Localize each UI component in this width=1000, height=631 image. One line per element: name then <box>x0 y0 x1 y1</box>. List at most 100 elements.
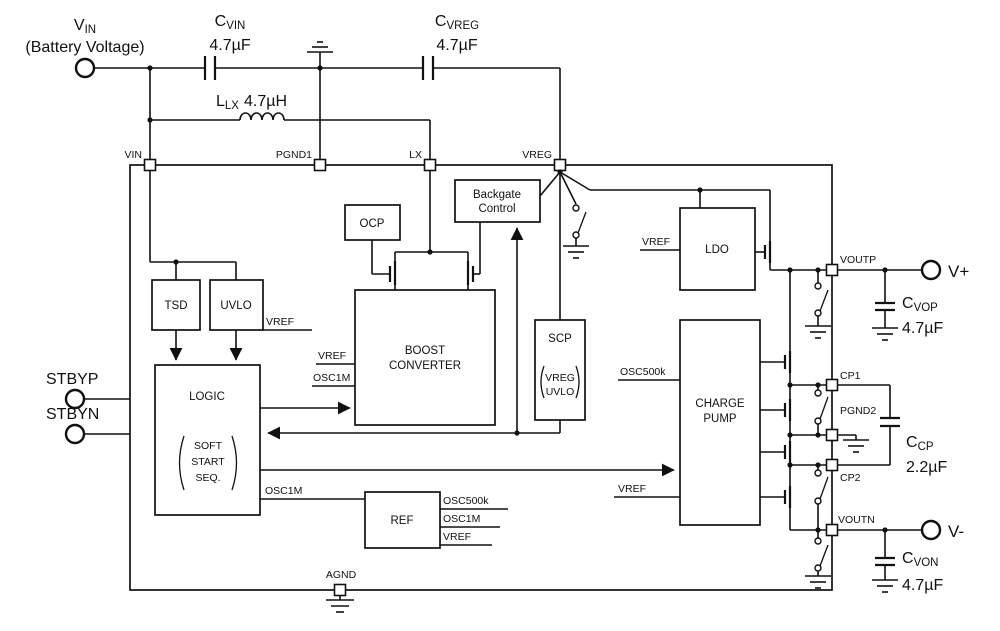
osc1m-boost-label: OSC1M <box>313 372 350 384</box>
ccp-value: 2.2µF <box>906 459 947 476</box>
pin-vreg <box>553 158 567 172</box>
logic-sub-3: SEQ. <box>195 472 220 484</box>
stbyn-label: STBYN <box>46 406 99 423</box>
tsd-label: TSD <box>165 300 188 312</box>
pin-pgnd2-label: PGND2 <box>840 405 876 417</box>
mosfet-boost-switch <box>371 240 397 290</box>
logic-paren-left <box>178 435 185 491</box>
switch-discharge-voutp <box>805 270 831 339</box>
stbyp-label: STBYP <box>46 371 98 388</box>
pin-cp1-label: CP1 <box>840 370 861 382</box>
vminus-terminal <box>920 519 942 541</box>
cvin-value: 4.7µF <box>209 37 250 54</box>
ldo-block <box>679 207 756 291</box>
pgnd2-ground-symbol <box>838 434 869 453</box>
internal-wiring <box>149 169 831 589</box>
vin-terminal <box>74 57 96 79</box>
pin-vin-label: VIN <box>124 149 142 161</box>
function-blocks <box>151 179 761 549</box>
pin-agnd-label: AGND <box>326 569 357 581</box>
ref-out-vref-label: VREF <box>443 531 471 543</box>
vref-cp-label: VREF <box>618 483 646 495</box>
vminus-label: V- <box>948 522 964 541</box>
osc1m-logic-label: OSC1M <box>265 485 302 497</box>
pin-lx <box>423 158 437 172</box>
scp-label: SCP <box>548 333 572 345</box>
switch-discharge-voutn <box>805 530 831 589</box>
scp-paren-right <box>575 365 580 399</box>
cvop-capacitor-symbol <box>872 270 898 341</box>
vin-terminal-caption: (Battery Voltage) <box>25 39 144 56</box>
pin-pgnd1-label: PGND1 <box>276 149 312 161</box>
mosfet-boost-rectifier <box>466 222 481 290</box>
agnd-ground-symbol <box>326 596 354 613</box>
pin-vin <box>143 158 157 172</box>
uvlo-block <box>209 279 264 331</box>
switch-cp1-pgnd2 <box>814 385 829 435</box>
cvreg-label: CVREG <box>435 13 479 32</box>
boost-converter-block <box>354 289 496 426</box>
pin-voutn <box>825 523 839 537</box>
boost-label-2: CONVERTER <box>389 360 461 372</box>
pin-voutn-label: VOUTN <box>838 514 875 526</box>
ref-block <box>364 491 441 549</box>
tsd-block <box>151 279 201 331</box>
pin-pgnd1 <box>313 158 327 172</box>
vplus-label: V+ <box>948 262 969 281</box>
ccp-capacitor-symbol <box>838 384 900 466</box>
ocp-block <box>344 204 401 241</box>
vref-boost-label: VREF <box>318 350 346 362</box>
pin-voutp <box>825 263 839 277</box>
chargepump-label-1: CHARGE <box>695 398 745 410</box>
mosfet-ldo-pass <box>755 190 772 270</box>
cvreg-value: 4.7µF <box>436 37 477 54</box>
llx-inductor-symbol <box>150 112 431 160</box>
cvon-label: CVON <box>902 550 938 569</box>
cvreg-capacitor-symbol <box>421 56 435 80</box>
chip-pins <box>143 158 839 597</box>
switch-cp2-voutn <box>814 465 829 530</box>
chargepump-label-2: PUMP <box>703 413 737 425</box>
boost-label-1: BOOST <box>405 345 445 357</box>
cvop-label: CVOP <box>902 295 938 314</box>
backgate-control-block <box>454 179 541 223</box>
vref-ldo-label: VREF <box>642 236 670 248</box>
vplus-terminal <box>920 259 942 281</box>
pin-vreg-label: VREG <box>522 149 552 161</box>
pin-cp1 <box>825 378 839 392</box>
pin-agnd <box>333 583 347 597</box>
pin-cp2-label: CP2 <box>840 472 861 484</box>
labels: VIN (Battery Voltage) CVIN 4.7µF CVREG 4… <box>25 13 969 594</box>
backgate-label-1: Backgate <box>473 189 521 201</box>
logic-block <box>154 364 261 516</box>
stbyn-terminal <box>64 423 86 445</box>
output-network-wiring <box>326 267 922 613</box>
logic-sub-1: SOFT <box>194 440 223 452</box>
charge-pump-block <box>679 319 761 526</box>
ref-out-osc1m-label: OSC1M <box>443 513 480 525</box>
scp-sub-1: VREG <box>545 372 575 384</box>
ref-label: REF <box>391 515 414 527</box>
osc500k-cp-label: OSC500k <box>620 366 666 378</box>
cvon-value: 4.7µF <box>902 577 943 594</box>
ocp-label: OCP <box>360 218 385 230</box>
logic-sub-2: START <box>191 456 225 468</box>
logic-paren-right <box>231 435 238 491</box>
input-network-wiring <box>94 41 561 160</box>
ref-out-osc500k-label: OSC500k <box>443 495 489 507</box>
backgate-label-2: Control <box>478 203 515 215</box>
top-ground-symbol <box>307 41 333 68</box>
pin-cp2 <box>825 458 839 472</box>
scp-paren-left <box>540 365 545 399</box>
scp-sub-2: UVLO <box>546 386 575 398</box>
vin-terminal-label: VIN <box>74 17 96 36</box>
cvin-label: CVIN <box>215 13 246 32</box>
pin-pgnd2 <box>825 428 839 442</box>
uvlo-label: UVLO <box>220 300 251 312</box>
cvin-capacitor-symbol <box>203 56 217 80</box>
logic-label: LOGIC <box>189 391 225 403</box>
vref-uvlo-label: VREF <box>266 316 294 328</box>
ldo-label: LDO <box>705 244 729 256</box>
